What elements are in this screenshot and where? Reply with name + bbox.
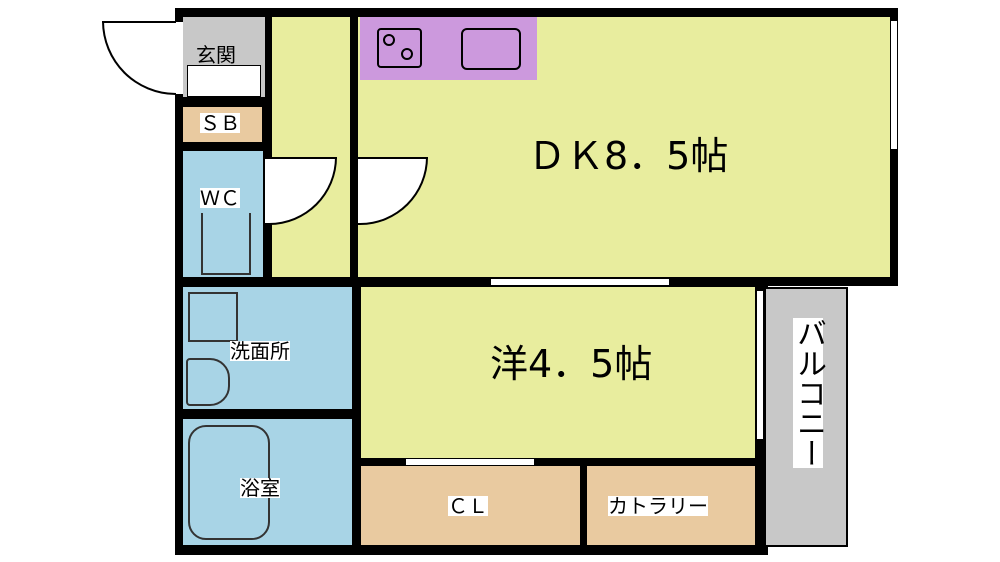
western-room-label: 洋4．5帖 bbox=[490, 342, 653, 386]
dining-kitchen-label: ＤＫ8．5帖 bbox=[528, 134, 729, 178]
stove-icon bbox=[377, 28, 422, 68]
washroom-label: 洗面所 bbox=[230, 339, 290, 363]
entrance-label: 玄関 bbox=[196, 43, 236, 67]
washing-machine-icon bbox=[188, 292, 238, 342]
balcony-window bbox=[756, 290, 764, 440]
toilet-fixture bbox=[201, 213, 251, 275]
room-divider-sliding-door[interactable] bbox=[490, 278, 670, 286]
cutlery-label: カトラリー bbox=[608, 494, 708, 518]
entrance-door-opening bbox=[175, 22, 183, 94]
closet-label: ＣＬ bbox=[448, 494, 488, 518]
washbasin-icon bbox=[186, 358, 230, 406]
sink-icon bbox=[461, 28, 521, 70]
toilet-label: ＷＣ bbox=[200, 186, 240, 210]
bathroom-label: 浴室 bbox=[240, 476, 280, 500]
entrance-step bbox=[187, 65, 261, 97]
balcony-label: バルコニー bbox=[791, 318, 826, 468]
western-room bbox=[361, 287, 755, 458]
shoe-box-label: ＳＢ bbox=[200, 111, 240, 135]
entrance-door[interactable] bbox=[102, 21, 176, 95]
dk-window bbox=[890, 20, 898, 150]
closet-doors[interactable] bbox=[405, 458, 535, 466]
hallway bbox=[272, 17, 350, 277]
